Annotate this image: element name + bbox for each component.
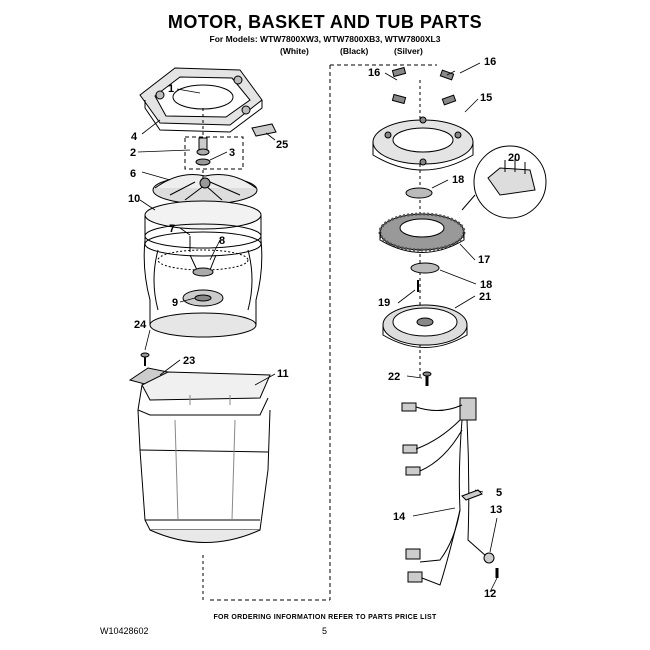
callout-14: 14 (393, 511, 406, 523)
callout-15: 15 (480, 92, 492, 104)
callout-4: 4 (131, 131, 138, 143)
stator (378, 212, 466, 253)
page-title: MOTOR, BASKET AND TUB PARTS (167, 12, 483, 32)
callout-18-upper: 18 (452, 174, 464, 186)
outer-tub (137, 371, 271, 543)
callout-16-left: 16 (368, 67, 380, 79)
callout-1: 1 (168, 83, 174, 95)
washer-18-lower (410, 262, 440, 274)
color-silver-label: (Silver) (394, 46, 423, 56)
color-white-label: (White) (280, 46, 309, 56)
color-black-label: (Black) (340, 46, 369, 56)
callout-5: 5 (496, 487, 502, 499)
callout-23: 23 (183, 355, 195, 367)
callout-12: 12 (484, 588, 496, 600)
callout-3: 3 (229, 147, 235, 159)
document-number: W10428602 (100, 626, 149, 636)
wash-basket (143, 200, 263, 338)
fastener-group-box (184, 136, 244, 170)
detail-callout-20 (461, 145, 547, 219)
model-list: For Models: WTW7800XW3, WTW7800XB3, WTW7… (209, 34, 441, 44)
washer-18-upper (405, 187, 433, 199)
callout-6: 6 (130, 168, 136, 180)
callout-22: 22 (388, 371, 400, 383)
callout-25: 25 (276, 139, 288, 151)
screw-24 (140, 352, 150, 366)
callout-10: 10 (128, 193, 140, 205)
bearing-housing (372, 116, 474, 171)
callout-16-right: 16 (484, 56, 496, 68)
hub-nut (195, 137, 211, 166)
basket-hub (152, 174, 258, 205)
callout-9: 9 (172, 297, 178, 309)
callout-17: 17 (478, 254, 490, 266)
callout-21: 21 (479, 291, 491, 303)
callout-24: 24 (134, 319, 147, 331)
callout-13: 13 (490, 504, 502, 516)
label-strip (251, 123, 277, 137)
callout-18-lower: 18 (480, 279, 492, 291)
callout-19: 19 (378, 297, 390, 309)
ordering-note: FOR ORDERING INFORMATION REFER TO PARTS … (213, 614, 437, 621)
rotor-bolt (422, 371, 432, 386)
callout-7: 7 (169, 223, 175, 235)
callout-8: 8 (219, 235, 225, 247)
clips-16 (391, 66, 457, 106)
callout-11: 11 (277, 368, 289, 380)
rotor (382, 304, 468, 348)
balance-ring (139, 67, 263, 133)
page-number: 5 (322, 626, 328, 636)
callout-20: 20 (508, 152, 520, 164)
callout-2: 2 (130, 147, 136, 159)
wire-harness (401, 397, 499, 586)
